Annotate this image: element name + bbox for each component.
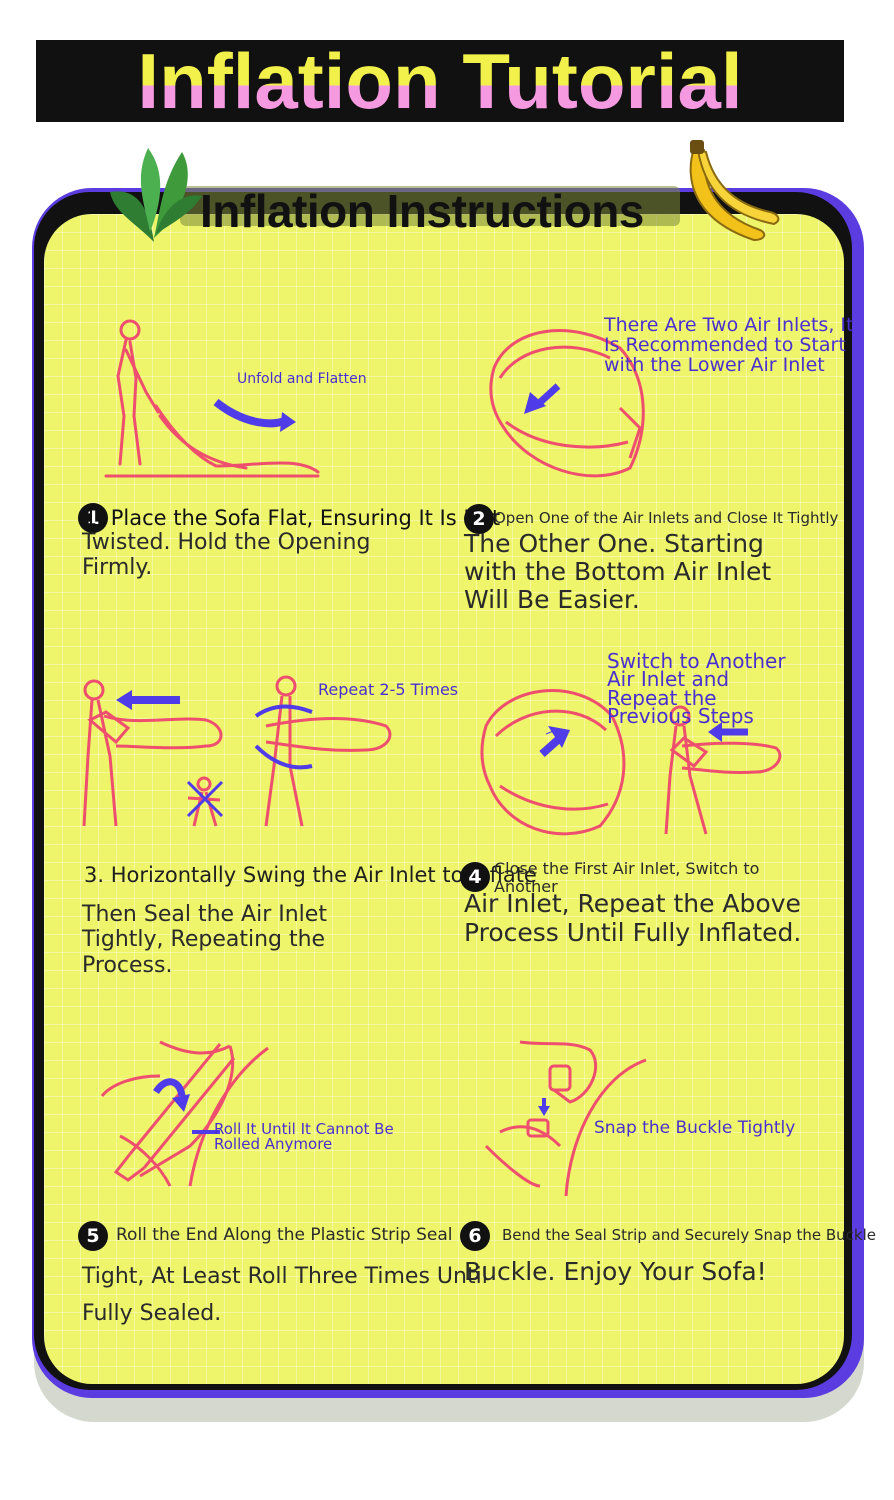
step-1-illustration — [104, 319, 320, 478]
step-5-illustration — [100, 1040, 269, 1187]
step-2-caption: There Are Two Air Inlets, It Is Recommen… — [604, 314, 854, 376]
main-title: Inflation Tutorial — [36, 35, 844, 127]
card-title-band — [180, 186, 680, 226]
step-3-caption: Repeat 2-5 Times — [318, 680, 459, 699]
step-6-heading: Bend the Seal Strip and Securely Snap th… — [502, 1226, 876, 1244]
mint-leaf-icon — [110, 148, 202, 242]
step-4-illustration — [480, 689, 782, 836]
step-6-body: Buckle. Enjoy Your Sofa! — [464, 1257, 767, 1286]
main-title-text: Inflation Tutorial — [137, 37, 742, 125]
step-6-caption: Snap the Buckle Tightly — [594, 1118, 796, 1138]
banana-icon — [689, 140, 780, 242]
step-4-badge: 4 — [460, 862, 490, 892]
step-5-caption: Roll It Until It Cannot Be Rolled Anymor… — [214, 1120, 394, 1153]
step-2-body: The Other One. Starting with the Bottom … — [464, 529, 772, 614]
step-5-body: Tight, At Least Roll Three Times Until F… — [82, 1264, 488, 1327]
step-4-body: Air Inlet, Repeat the Above Process Unti… — [464, 889, 802, 947]
step-5-heading: Roll the End Along the Plastic Strip Sea… — [116, 1225, 453, 1245]
instruction-card — [44, 214, 844, 1384]
step-6-badge: 6 — [460, 1221, 490, 1251]
step-5-badge: 5 — [78, 1221, 108, 1251]
step-2-illustration — [489, 329, 645, 478]
step-1-body: Twisted. Hold the Opening Firmly. — [82, 530, 371, 581]
step-3-body: Then Seal the Air Inlet Tightly, Repeati… — [82, 902, 327, 978]
step-4-heading: Close the First Air Inlet, Switch to Ano… — [494, 859, 760, 897]
step-2-badge: 2 — [464, 504, 494, 534]
step-6-illustration — [484, 1040, 647, 1197]
card-title: Inflation Instructions — [200, 185, 644, 237]
step-1-caption: Unfold and Flatten — [237, 371, 367, 387]
step-3-illustration — [82, 675, 392, 827]
step-2-heading: Open One of the Air Inlets and Close It … — [494, 509, 839, 527]
step-4-caption: Switch to Another Air Inlet and Repeat t… — [607, 649, 786, 729]
step-1-heading: 1. Place the Sofa Flat, Ensuring It Is N… — [84, 506, 501, 530]
step-1-badge: 1 — [78, 503, 108, 533]
